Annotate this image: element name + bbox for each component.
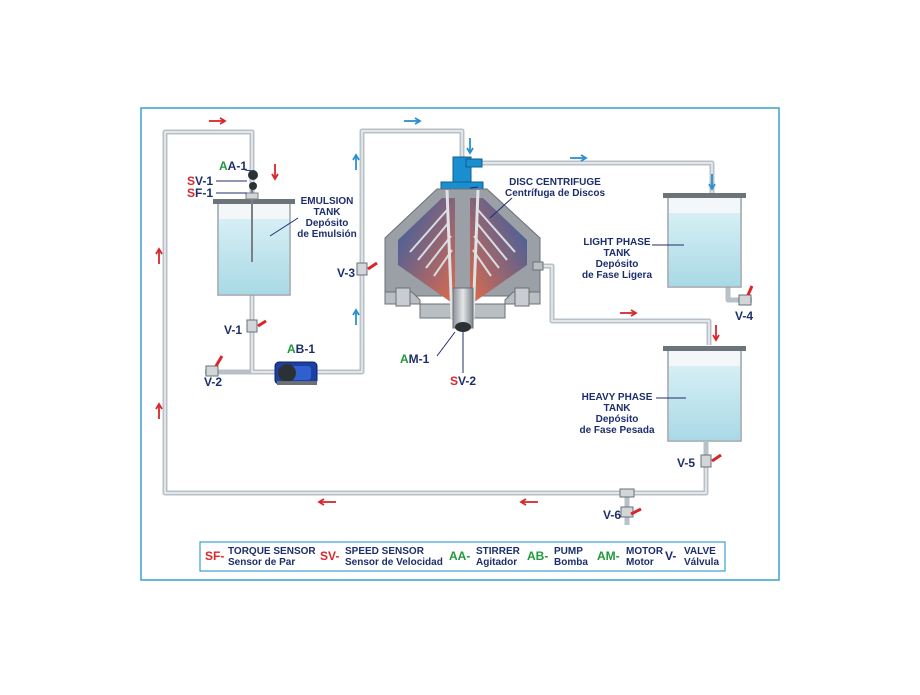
svg-text:Agitador: Agitador: [476, 557, 517, 568]
valve-v3-body: [356, 261, 378, 276]
svg-text:Depósito: Depósito: [306, 218, 349, 229]
tag-v4: V-4: [735, 309, 753, 323]
svg-text:TANK: TANK: [603, 403, 631, 414]
tag-v1: V-1: [224, 323, 242, 337]
svg-text:Válvula: Válvula: [684, 557, 719, 568]
svg-text:AM-: AM-: [597, 549, 620, 563]
svg-text:PUMP: PUMP: [554, 546, 583, 557]
label-light-phase: LIGHT PHASE TANK Depósito de Fase Ligera: [582, 237, 652, 281]
label-emulsion: EMULSION TANK Depósito de Emulsión: [297, 196, 356, 240]
disc-centrifuge: [384, 156, 544, 332]
label-heavy-phase: HEAVY PHASE TANK Depósito de Fase Pesada: [579, 392, 654, 436]
svg-text:TORQUE SENSOR: TORQUE SENSOR: [228, 546, 316, 557]
svg-text:Depósito: Depósito: [596, 414, 639, 425]
svg-text:TANK: TANK: [603, 248, 631, 259]
pump-ab1: [274, 361, 318, 385]
svg-text:Sensor de Par: Sensor de Par: [228, 557, 295, 568]
legend-item-sv: SV- SPEED SENSOR Sensor de Velocidad: [320, 546, 443, 568]
heavy-phase-tank: [663, 346, 746, 460]
flow-arrows: [155, 117, 720, 506]
tag-v5: V-5: [677, 456, 695, 470]
svg-text:VALVE: VALVE: [684, 546, 716, 557]
legend-item-v: V- VALVE Válvula: [665, 546, 719, 568]
diagram-frame: [140, 107, 780, 581]
tag-ab1: AB-1: [287, 342, 315, 356]
svg-text:MOTOR: MOTOR: [626, 546, 664, 557]
legend-item-aa: AA- STIRRER Agitador: [449, 546, 521, 568]
valve-v5-body: [700, 453, 722, 468]
leader-lines: [216, 169, 686, 399]
svg-text:Motor: Motor: [626, 557, 654, 568]
svg-text:Sensor de Velocidad: Sensor de Velocidad: [345, 557, 443, 568]
tag-v2: V-2: [204, 375, 222, 389]
svg-text:SF-: SF-: [205, 549, 224, 563]
valve-v2-body: [205, 355, 224, 377]
emulsion-tank: [213, 170, 295, 296]
svg-text:SPEED SENSOR: SPEED SENSOR: [345, 546, 425, 557]
svg-text:HEAVY PHASE: HEAVY PHASE: [582, 392, 653, 403]
tag-am1: AM-1: [400, 352, 430, 366]
svg-text:LIGHT PHASE: LIGHT PHASE: [583, 237, 651, 248]
svg-text:EMULSION: EMULSION: [301, 196, 354, 207]
svg-text:STIRRER: STIRRER: [476, 546, 521, 557]
svg-text:Depósito: Depósito: [596, 259, 639, 270]
svg-text:DISC CENTRIFUGE: DISC CENTRIFUGE: [509, 177, 601, 188]
tag-sv1: SV-1: [187, 174, 213, 188]
svg-text:TANK: TANK: [313, 207, 341, 218]
tag-aa1: AA-1: [219, 159, 247, 173]
svg-text:Bomba: Bomba: [554, 557, 588, 568]
svg-text:de Fase Pesada: de Fase Pesada: [579, 425, 654, 436]
valve-v4-body: [738, 285, 754, 306]
light-phase-tank: [663, 193, 746, 288]
valve-v1-body: [246, 319, 267, 333]
svg-text:de Fase Ligera: de Fase Ligera: [582, 270, 652, 281]
label-centrifuge: DISC CENTRIFUGE Centrífuga de Discos: [505, 177, 605, 199]
legend-item-sf: SF- TORQUE SENSOR Sensor de Par: [205, 546, 316, 568]
legend-item-am: AM- MOTOR Motor: [597, 546, 664, 568]
svg-text:AA-: AA-: [449, 549, 470, 563]
tag-sf1: SF-1: [187, 186, 213, 200]
svg-text:Centrífuga de Discos: Centrífuga de Discos: [505, 188, 605, 199]
legend: SF- TORQUE SENSOR Sensor de Par SV- SPEE…: [199, 541, 726, 572]
tag-sv2: SV-2: [450, 374, 476, 388]
svg-text:SV-: SV-: [320, 549, 339, 563]
svg-text:AB-: AB-: [527, 549, 548, 563]
legend-item-ab: AB- PUMP Bomba: [527, 546, 588, 568]
valves: [205, 261, 754, 518]
tag-v3: V-3: [337, 266, 355, 280]
svg-text:V-: V-: [665, 549, 676, 563]
tag-v6: V-6: [603, 508, 621, 522]
valve-v6-body: [620, 506, 642, 518]
svg-text:de Emulsión: de Emulsión: [297, 229, 356, 240]
